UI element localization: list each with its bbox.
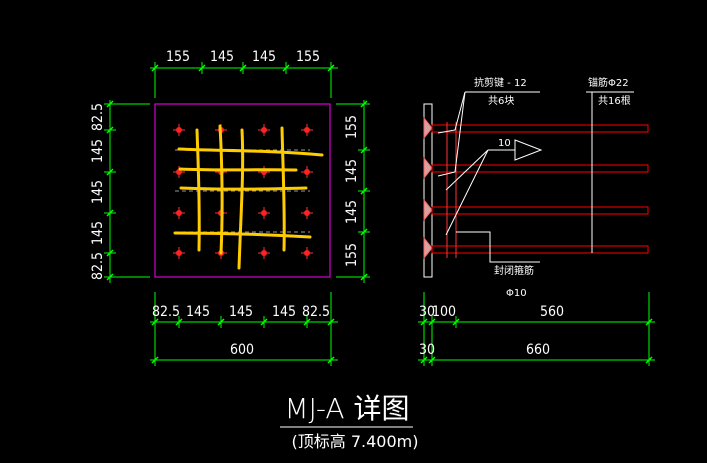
section-dim-30b: 30 [419,342,435,358]
left-dim-1: 82.5 [90,103,106,131]
top-dim-1: 155 [166,49,190,65]
left-dim-5: 82.5 [90,252,106,280]
anchor-bar-dot-r4c1 [176,250,182,256]
right-dim-2: 145 [344,159,360,183]
anchor-bar-dot-r3c4 [304,210,310,216]
section-dimensions: 30 100 560 30 660 [418,292,655,366]
anchor-bar-dot-r1c4 [304,127,310,133]
anchor-bar-dot-r2c4 [304,169,310,175]
drawing-title-block: MJ-A 详图 (顶标高 7.400m) [280,392,418,451]
section-dim-30a: 30 [419,304,435,320]
anchor-bar-dot-r4c4 [304,250,310,256]
anchor-bar-dot-r1c1 [176,127,182,133]
top-dim-4: 155 [296,49,320,65]
section-plate [423,103,433,278]
anchor-label: 锚筋Φ22 [588,76,629,89]
shear-keys [423,116,433,260]
bottom-total-dim: 600 [230,342,254,358]
yellow-markup [173,124,324,270]
top-dim-2: 145 [210,49,234,65]
bottom-dimensions: 82.5 145 145 145 82.5 600 [150,292,338,366]
closed-stirrup [446,122,457,258]
anchor-bar-dot-r3c3 [261,210,267,216]
left-dim-2: 145 [90,139,106,163]
leader-lines [437,91,634,263]
right-dim-3: 145 [344,200,360,224]
left-dim-4: 145 [90,221,106,245]
left-dimensions: 82.5 145 145 145 82.5 [90,100,150,283]
top-dimensions: 155 145 145 155 [150,49,338,98]
drawing-title: MJ-A 详图 [285,392,410,425]
bottom-dim-5: 82.5 [302,304,330,320]
shear-key-count: 共6块 [488,95,514,107]
anchor-bar-dot-r4c3 [261,250,267,256]
section-dim-660: 660 [526,342,550,358]
drawing-subtitle: (顶标高 7.400m) [292,432,419,451]
section-dim-100: 100 [432,304,456,320]
section-view: 抗剪键 - 12 共6块 锚筋Φ22 共16根 10 封闭箍筋 Φ10 30 [418,76,655,366]
section-dim-560: 560 [540,304,564,320]
bottom-dim-1: 82.5 [152,304,180,320]
right-dim-4: 155 [344,243,360,267]
anchor-count: 共16根 [598,94,631,107]
left-dim-3: 145 [90,180,106,204]
stirrup-dia: Φ10 [506,288,527,299]
plan-view: 155 145 145 155 82.5 1 [90,49,370,366]
stirrup-label: 封闭箍筋 [494,264,534,277]
anchor-bar-dot-r3c1 [176,210,182,216]
weld-size: 10 [498,138,511,149]
shear-key-label: 抗剪键 - 12 [474,76,527,89]
bottom-dim-4: 145 [272,304,296,320]
right-dimensions: 155 145 145 155 [336,100,370,283]
anchor-bar-dot-r1c3 [261,127,267,133]
right-dim-1: 155 [344,115,360,139]
bottom-dim-3: 145 [229,304,253,320]
embedded-plate-outline [154,103,331,278]
anchor-bars [431,124,649,254]
bottom-dim-2: 145 [186,304,210,320]
top-dim-3: 145 [252,49,276,65]
